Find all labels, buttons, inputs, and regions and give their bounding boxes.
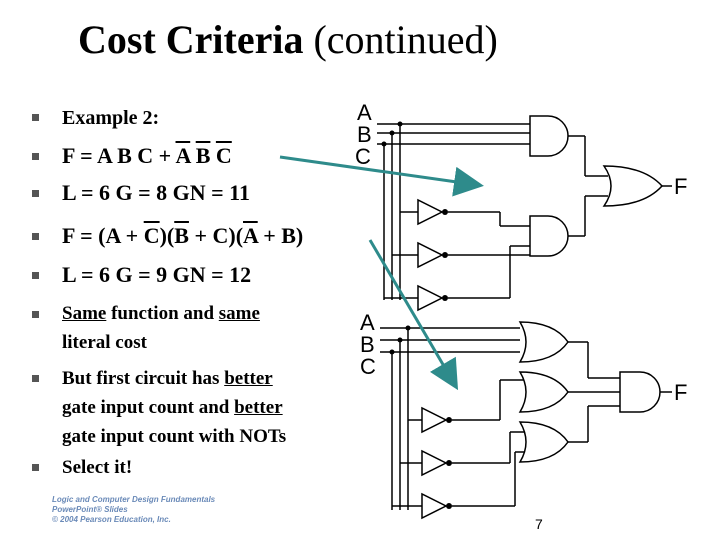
and-gate-3 bbox=[619, 371, 661, 413]
function-1: F = A B C + A B C bbox=[62, 143, 232, 168]
circuit2-input-c: C bbox=[360, 354, 376, 379]
circuit1-input-b: B bbox=[357, 122, 372, 147]
bullet-marker bbox=[32, 375, 39, 382]
bullet-marker bbox=[32, 311, 39, 318]
gate-count-nots-text: gate input count with NOTs bbox=[62, 426, 287, 447]
bullet-marker bbox=[32, 114, 39, 121]
function-2: F = (A + C)(B + C)(A + B) bbox=[62, 223, 304, 248]
or-gate bbox=[602, 165, 664, 207]
footer-line-3: © 2004 Pearson Education, Inc. bbox=[52, 515, 171, 524]
bullet-marker bbox=[32, 272, 39, 279]
cost-2: L = 6 G = 9 GN = 12 bbox=[62, 262, 252, 287]
circuit1-input-a: A bbox=[357, 100, 372, 125]
slide-title: Cost Criteria (continued) bbox=[78, 14, 498, 66]
title-bold: Cost Criteria bbox=[78, 17, 304, 62]
circuit1-output-f: F bbox=[674, 174, 687, 199]
example-label: Example 2: bbox=[62, 107, 160, 129]
page-number: 7 bbox=[535, 516, 543, 532]
select-it-text: Select it! bbox=[62, 457, 133, 478]
arrow-to-circuit-2 bbox=[368, 239, 459, 391]
footer-credits: Logic and Computer Design Fundamentals P… bbox=[52, 495, 215, 525]
and-gate-2 bbox=[529, 215, 569, 257]
same-function-text: Same function and same bbox=[62, 303, 260, 324]
or-gate-1 bbox=[518, 321, 569, 363]
literal-cost-text: literal cost bbox=[62, 332, 147, 353]
circuit1-input-c: C bbox=[355, 144, 371, 169]
cost-1: L = 6 G = 8 GN = 11 bbox=[62, 180, 250, 205]
not-gate-1 bbox=[417, 198, 444, 226]
circuit2-input-a: A bbox=[360, 310, 375, 335]
title-rest: (continued) bbox=[313, 17, 498, 62]
footer-line-2: PowerPoint® Slides bbox=[52, 505, 128, 514]
gate-count-text: gate input count and better bbox=[62, 397, 283, 418]
and-gate-1 bbox=[529, 115, 569, 157]
arrow-to-circuit-1 bbox=[279, 155, 484, 197]
not-gate-3 bbox=[417, 284, 444, 312]
not-gate-6 bbox=[421, 492, 448, 520]
circuit2-input-b: B bbox=[360, 332, 375, 357]
bullet-marker bbox=[32, 464, 39, 471]
bullet-marker bbox=[32, 233, 39, 240]
circuit2-output-f: F bbox=[674, 380, 687, 405]
bullet-marker bbox=[32, 153, 39, 160]
circuit-1 bbox=[377, 115, 672, 312]
bullet-marker bbox=[32, 190, 39, 197]
circuit-2 bbox=[380, 321, 672, 520]
not-gate-2 bbox=[417, 241, 444, 269]
footer-line-1: Logic and Computer Design Fundamentals bbox=[52, 495, 216, 504]
not-gate-4 bbox=[421, 406, 448, 434]
or-gate-2 bbox=[518, 371, 569, 413]
but-first-text: But first circuit has better bbox=[62, 368, 273, 389]
or-gate-3 bbox=[518, 421, 569, 463]
not-gate-5 bbox=[421, 449, 448, 477]
